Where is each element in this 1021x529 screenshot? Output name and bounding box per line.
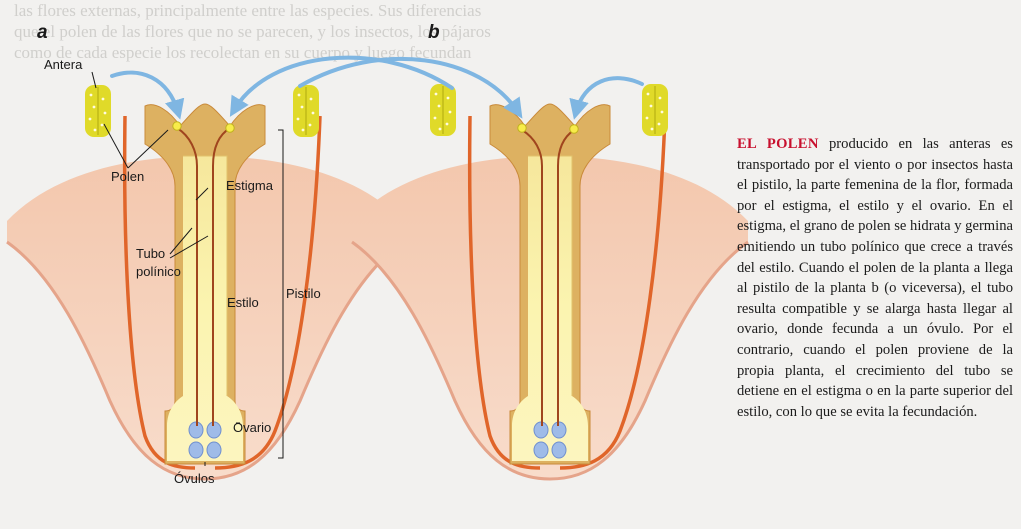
pollen-grain-a-right: [225, 123, 235, 133]
panel-letter-b: b: [428, 22, 440, 43]
panel-letter-a: a: [37, 22, 48, 43]
label-pistilo: Pistilo: [286, 286, 321, 301]
bleed-line: las flores externas, principalmente entr…: [14, 1, 482, 20]
pollen-grain-a-left: [172, 121, 182, 131]
anther-a-right: [292, 84, 320, 138]
label-ovulos: Óvulos: [174, 471, 215, 486]
anther-b-right: [641, 83, 669, 137]
arrow-a-left-to-stigma: [110, 70, 185, 120]
pollen-tube-b-left: [521, 129, 543, 426]
pollen-grain-b-right: [569, 124, 579, 134]
caption-paragraph: EL POLEN producido en las anteras es tra…: [737, 134, 1013, 422]
caption-body: producido en las anteras es transportado…: [737, 136, 1013, 420]
anther-b-left: [429, 83, 457, 137]
caption-lead: EL POLEN: [737, 136, 819, 152]
label-estilo: Estilo: [227, 295, 259, 310]
label-ovario: Ovario: [233, 420, 271, 435]
pollen-tube-a-left: [176, 127, 198, 426]
label-antera: Antera: [44, 57, 83, 72]
flower-b: [350, 102, 750, 481]
label-polen: Polen: [111, 169, 144, 184]
flower-a: [5, 102, 405, 481]
arrow-a-to-b-stigma: [298, 56, 523, 119]
background-bleed-text: las flores externas, principalmente entr…: [0, 0, 1021, 100]
label-tubo-line2: polínico: [136, 264, 181, 279]
label-tubo-line1: Tubo: [136, 246, 165, 261]
arrow-b-to-a-stigma: [229, 55, 454, 117]
arrow-b-right-to-stigma: [569, 76, 644, 120]
label-estigma: Estigma: [226, 178, 274, 193]
bleed-line: que el polen de las flores que no se par…: [14, 22, 491, 41]
pollen-tube-b-right: [557, 129, 575, 426]
pollen-grain-b-left: [517, 123, 527, 133]
